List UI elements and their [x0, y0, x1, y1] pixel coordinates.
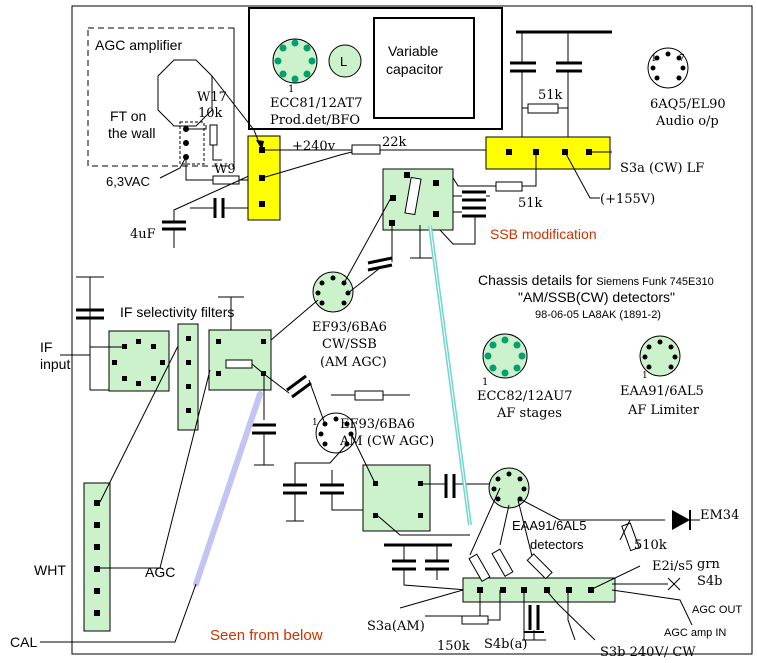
r51k-mid-label: 51k: [518, 196, 543, 211]
the-wall-label: the wall: [108, 125, 155, 141]
r51k-top-label: 51k: [538, 88, 563, 103]
e2i-label: E2i/s5: [652, 559, 693, 574]
ft-on-label: FT on: [110, 108, 146, 124]
svg-text:1: 1: [288, 84, 294, 95]
v240-label: +240v: [292, 139, 336, 154]
eaa91-det-label: EAA91/6AL5: [512, 518, 586, 533]
s4b-a-label: S4b(a): [484, 637, 527, 652]
r10k-label: 10k: [198, 106, 223, 121]
em34-label: EM34: [700, 508, 739, 523]
audio-tube-label: 6AQ5/EL90: [650, 97, 726, 112]
am-cw-agc-label: AM (CW AGC): [339, 434, 434, 449]
em34-diode: [672, 510, 690, 530]
ecc81-tube-socket: 1: [272, 38, 318, 95]
cw-ssb-label: CW/SSB: [322, 337, 377, 352]
eaa91-detector-tube-socket: [488, 467, 530, 509]
capacitor-label: capacitor: [386, 61, 443, 77]
eaa91-lim-label: EAA91/6AL5: [620, 384, 704, 399]
chassis-date-line: 98-06-05 LA8AK (1891-2): [535, 309, 661, 321]
eaa91-limiter-tube-socket: 1: [639, 335, 681, 381]
ssb-mod-label: SSB modification: [490, 226, 597, 242]
coil-l-label: L: [340, 54, 347, 69]
svg-text:1: 1: [642, 371, 648, 381]
v155-label: (+155V): [600, 192, 655, 207]
agc-label: AGC: [145, 564, 175, 580]
if-filter-strip: [177, 323, 199, 431]
w17-label: W17: [197, 90, 227, 105]
if-filters-label: IF selectivity filters: [120, 304, 234, 320]
agc-amplifier-label: AGC amplifier: [95, 37, 182, 53]
cal-wire: [193, 391, 263, 587]
vac-label: 6,3VAC: [106, 174, 150, 189]
variable-capacitor: [373, 17, 475, 119]
agc-out-label: AGC OUT: [692, 604, 742, 616]
chassis-title-line: Chassis details for Siemens Funk 745E310: [478, 272, 714, 288]
r22k-label: 22k: [382, 135, 407, 150]
s3a-cw-label: S3a (CW) LF: [620, 161, 704, 176]
prod-det-label: Prod.det/BFO: [270, 113, 360, 128]
agc-amp-in-label: AGC amp IN: [664, 627, 726, 639]
w9-label: W9: [214, 162, 236, 177]
uf-label: 4uF: [130, 227, 156, 242]
input-label: input: [40, 356, 70, 372]
r510k-label: 510k: [634, 538, 667, 553]
ecc81-label: ECC81/12AT7: [270, 96, 362, 111]
af-stages-label: AF stages: [496, 406, 562, 421]
if-label: IF: [40, 339, 52, 355]
s3a-am-label: S3a(AM): [367, 619, 425, 634]
svg-text:1: 1: [482, 377, 488, 388]
svg-text:1: 1: [651, 54, 657, 64]
detectors-label: detectors: [530, 537, 584, 552]
ef93-1-label: EF93/6BA6: [312, 320, 387, 335]
coil-l: [328, 44, 362, 78]
r150k-label: 150k: [437, 639, 470, 654]
6aq5-tube-socket: 1 7: [647, 47, 689, 89]
audio-op-label: Audio o/p: [655, 114, 719, 129]
ef93-2-label: EF93/6BA6: [340, 417, 415, 432]
svg-text:7: 7: [679, 54, 685, 64]
agc-amplifier-box: AGC amplifier FT on the wall: [87, 27, 235, 167]
svg-text:1: 1: [312, 418, 318, 428]
prod-det-enclosure: [248, 7, 503, 130]
chassis-outline: [71, 5, 753, 655]
seen-from-below-label: Seen from below: [210, 627, 323, 644]
wht-label: WHT: [34, 562, 66, 578]
variable-label: Variable: [388, 43, 439, 59]
ecc82-tube-socket: 1: [482, 333, 528, 388]
cal-label: CAL: [10, 634, 37, 650]
ecc82-label: ECC82/12AU7: [477, 389, 572, 404]
am-agc-label: (AM AGC): [320, 355, 387, 370]
wht-strip: [83, 482, 111, 632]
chassis-subtitle-line: "AM/SSB(CW) detectors": [518, 289, 675, 305]
s4b-label: S4b: [697, 574, 723, 589]
af-limiter-label: AF Limiter: [627, 403, 700, 418]
ef93-am-tube-socket: 1: [312, 412, 357, 454]
am-detector-board: [362, 464, 431, 532]
s3b-label: S3b 240V/ CW: [600, 645, 696, 660]
grn-label: grn: [697, 557, 721, 572]
